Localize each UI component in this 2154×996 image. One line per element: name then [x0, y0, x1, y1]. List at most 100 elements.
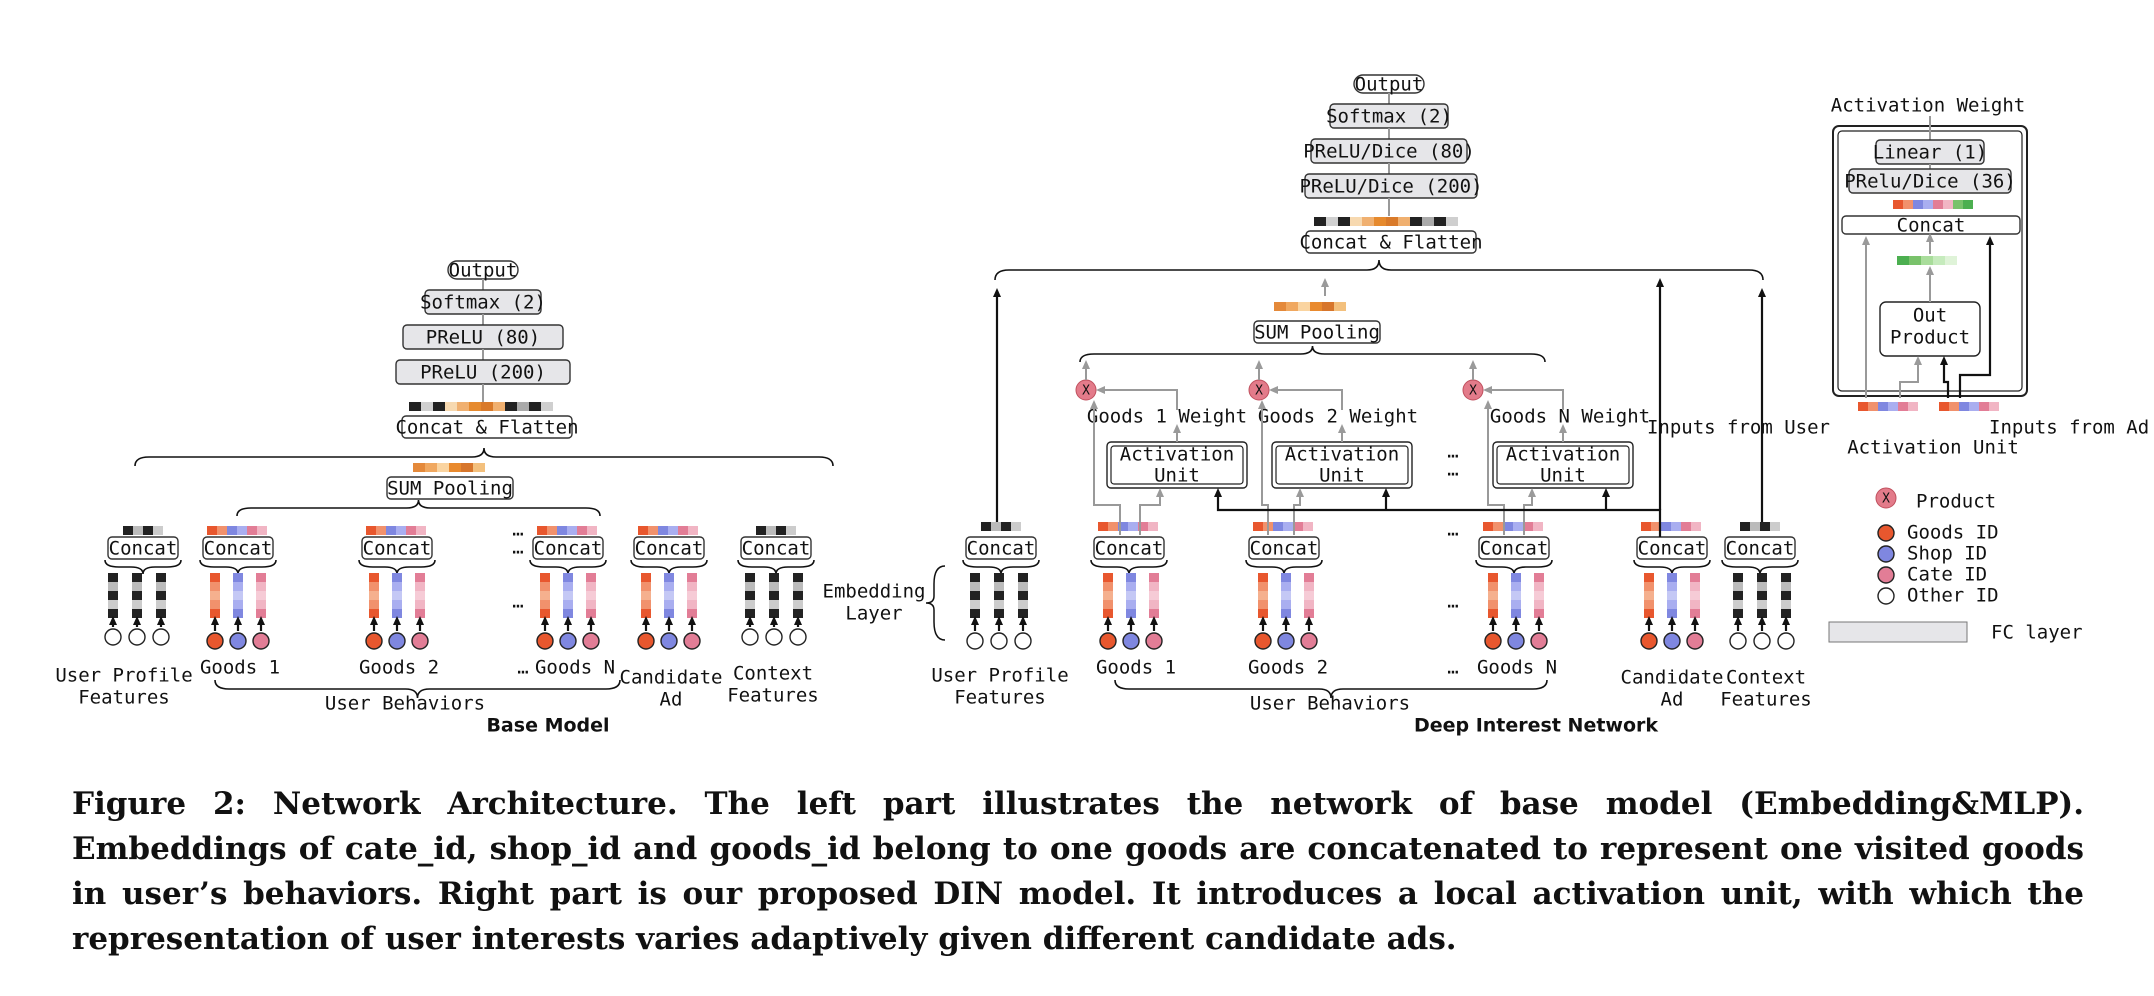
din-goodsN-strip-cell: [1533, 522, 1543, 531]
din-profile-concat-label: Concat: [967, 538, 1036, 560]
din-candidate-label: Candidate: [1621, 667, 1724, 689]
base-goodsN-col-seg: [586, 582, 596, 591]
base-goods2-strip-cell: [416, 526, 426, 535]
din-goodsN-col-seg: [1488, 600, 1498, 609]
base-context-id-node: [765, 628, 783, 646]
din-profile-col-seg: [1018, 600, 1028, 609]
base-goods1-col-seg: [233, 600, 243, 609]
au-concat-label: Concat: [1897, 215, 1966, 237]
base-goods1-strip-cell: [227, 526, 237, 535]
din-goods1-brace: [1090, 559, 1168, 575]
legend-product-mark: X: [1882, 492, 1890, 507]
din-goods1-col-seg: [1103, 609, 1113, 618]
base-profile-id-node: [104, 628, 122, 646]
base-goodsN-id-node: [582, 632, 600, 650]
din-context-strip-cell: [1770, 522, 1780, 531]
din-profile-col-seg: [970, 573, 980, 582]
base-profile-strip-cell: [143, 526, 153, 535]
din-context-id-node: [1777, 632, 1795, 650]
base-context-col-seg: [769, 600, 779, 609]
base-sum-pooling-label: SUM Pooling: [387, 478, 513, 500]
din-goods1-col-seg: [1126, 582, 1136, 591]
din-goods1-weight-product-mark: X: [1082, 384, 1090, 399]
au-ad-input-strip-cell: [1939, 402, 1949, 411]
din-profile-id-node: [966, 632, 984, 650]
base-candidate-col-seg: [687, 573, 697, 582]
din-goodsN-strip-cell: [1513, 522, 1523, 531]
au-concat-strip-cell: [1903, 200, 1913, 209]
din-flatten-embedding-cell: [1446, 217, 1458, 226]
base-goods1-col-seg: [256, 600, 266, 609]
base-candidate-strip-cell: [688, 526, 698, 535]
din-candidate-col-seg: [1644, 609, 1654, 618]
din-goodsN-concat: [1478, 536, 1550, 560]
base-candidate-col-seg: [664, 573, 674, 582]
base-flatten-embedding-cell: [493, 402, 505, 411]
din-goods1-strip-cell: [1138, 522, 1148, 531]
din-goods1-concat-label: Concat: [1095, 538, 1164, 560]
base-candidate-col-seg: [687, 591, 697, 600]
din-candidate-col-seg: [1644, 600, 1654, 609]
din-context-col-seg: [1781, 600, 1791, 609]
din-goodsN-id-node: [1484, 632, 1502, 650]
base-prelu200-layer-label: PReLU (200): [420, 362, 546, 384]
base-context-col-seg: [769, 591, 779, 600]
din-pooled-embedding-cell: [1286, 302, 1298, 311]
base-context-id-node: [789, 628, 807, 646]
din-activation-unit-2-label: Activation: [1285, 444, 1399, 466]
din-goodsN-to-product: [1484, 400, 1505, 535]
din-context-brace: [1721, 559, 1799, 575]
din-goods2-id-node: [1300, 632, 1318, 650]
base-goods2-strip-cell: [366, 526, 376, 535]
au-ad-input-strip-cell: [1989, 402, 1999, 411]
din-flatten-embedding-cell: [1374, 217, 1386, 226]
din-goods1-col-seg: [1103, 582, 1113, 591]
din-flatten-embedding-cell: [1350, 217, 1362, 226]
din-dice200-layer-label: PReLU/Dice (200): [1299, 176, 1482, 198]
din-profile-col-seg: [994, 609, 1004, 618]
base-ellipsis: …: [517, 657, 528, 679]
legend-other-id-label: Other ID: [1907, 585, 1999, 607]
base-goodsN-strip-cell: [577, 526, 587, 535]
din-context-id-node: [1729, 632, 1747, 650]
din-context-col-seg: [1781, 573, 1791, 582]
din-context-col-seg: [1781, 609, 1791, 618]
au-out-product-label: Product: [1890, 327, 1970, 349]
din-flatten-embedding-cell: [1314, 217, 1326, 226]
din-sum-pooling: [1253, 320, 1381, 344]
base-model-title: Base Model: [486, 715, 609, 737]
base-profile-col-seg: [108, 573, 118, 582]
din-goods1-col-seg: [1126, 609, 1136, 618]
din-goods1-col-seg: [1149, 573, 1159, 582]
base-goods2-id-node: [388, 632, 406, 650]
base-goodsN-strip-cell: [537, 526, 547, 535]
base-goodsN-col-seg: [540, 573, 550, 582]
base-flatten-embedding-cell: [433, 402, 445, 411]
au-ad-input-strip-cell: [1949, 402, 1959, 411]
din-candidate-col-seg: [1644, 573, 1654, 582]
legend-product-icon: [1875, 487, 1897, 509]
base-goods1-col-seg: [256, 582, 266, 591]
din-profile-col-seg: [994, 573, 1004, 582]
base-goods2-brace: [358, 559, 436, 575]
din-ellipsis: …: [1447, 441, 1458, 463]
base-goods1-col-seg: [256, 591, 266, 600]
au-inputs-user-label: Activation Unit: [1847, 437, 2019, 459]
au-ad-input-strip-cell: [1959, 402, 1969, 411]
base-context-strip-cell: [766, 526, 776, 535]
din-dice80-layer-label: PReLU/Dice (80): [1303, 141, 1475, 163]
base-flatten-embedding-cell: [421, 402, 433, 411]
base-profile-col-seg: [156, 591, 166, 600]
legend-goods-id-label: Goods ID: [1907, 522, 1999, 544]
din-goodsN-col-seg: [1534, 591, 1544, 600]
din-goods2-to-product: [1258, 400, 1269, 535]
din-concat-flatten-label: Concat & Flatten: [1299, 232, 1482, 254]
base-context-col-seg: [745, 600, 755, 609]
din-goods2-strip-cell: [1253, 522, 1263, 531]
legend-cate-id-icon: [1877, 566, 1895, 584]
base-goods1-concat-label: Concat: [204, 538, 273, 560]
au-prelu-dice-layer-label: PRelu/Dice (36): [1844, 171, 2016, 193]
base-candidate-col-seg: [664, 609, 674, 618]
din-goods2-to-unit: [1293, 488, 1304, 535]
din-flatten-embedding-cell: [1386, 217, 1398, 226]
